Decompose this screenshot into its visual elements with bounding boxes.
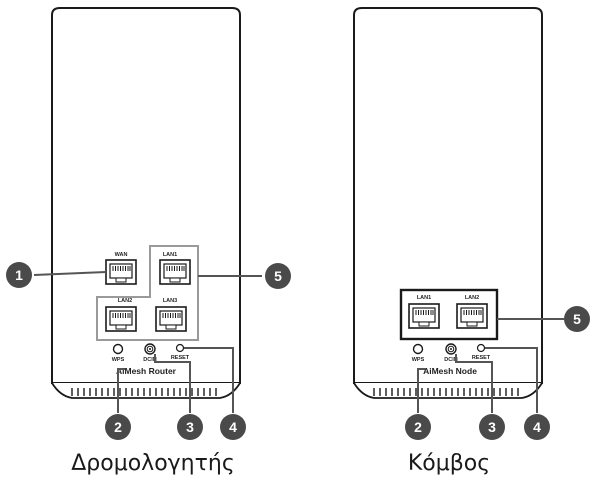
node-callout-4: 4 — [524, 414, 550, 440]
node-callout-3: 3 — [479, 414, 505, 440]
router-lan-highlight-box — [96, 245, 199, 341]
router-base — [51, 382, 241, 399]
router-callout-4: 4 — [220, 414, 246, 440]
svg-text:5: 5 — [573, 311, 581, 327]
node-lan1-label: LAN1 — [417, 295, 431, 301]
node-reset-label: RESET — [472, 355, 491, 361]
node-lan1-port — [408, 303, 440, 329]
router-wan-port — [105, 259, 137, 285]
svg-text:3: 3 — [186, 419, 194, 435]
router-device: WAN LAN1 LAN2 LAN3 WPS DCIN RESET AiMesh… — [6, 7, 291, 476]
router-callout-1: 1 — [6, 262, 32, 288]
svg-text:1: 1 — [15, 267, 23, 283]
router-vents — [71, 388, 217, 396]
router-lan3-label: LAN3 — [163, 298, 177, 304]
svg-text:4: 4 — [229, 419, 237, 435]
node-vents — [373, 388, 519, 396]
router-lan3-port — [155, 306, 187, 332]
node-dcin-label: DCIN — [444, 357, 457, 363]
router-lan1-port — [159, 259, 191, 285]
svg-text:4: 4 — [533, 419, 541, 435]
node-lan2-port — [456, 303, 488, 329]
router-model-label: AiMesh Router — [116, 366, 177, 376]
node-callout-5: 5 — [564, 306, 590, 332]
node-device: LAN1 LAN2 WPS DCIN RESET AiMesh Node 5 2 — [353, 7, 590, 476]
node-title: Κόμβος — [408, 451, 490, 476]
router-dcin-jack — [144, 343, 156, 355]
svg-text:2: 2 — [114, 419, 122, 435]
router-dcin-label: DCIN — [143, 357, 156, 363]
router-reset-button — [175, 343, 185, 353]
router-leader-lines — [33, 271, 262, 413]
router-wps-label: WPS — [112, 357, 125, 363]
node-base — [353, 382, 543, 399]
router-lan1-label: LAN1 — [163, 252, 177, 258]
router-lan2-label: LAN2 — [118, 298, 132, 304]
node-body-outline — [353, 7, 543, 384]
router-body-outline — [51, 7, 241, 384]
router-callout-2: 2 — [105, 414, 131, 440]
node-reset-button — [476, 343, 486, 353]
router-callout-3: 3 — [177, 414, 203, 440]
svg-text:2: 2 — [414, 419, 422, 435]
svg-text:5: 5 — [274, 268, 282, 284]
node-wps-button — [412, 343, 424, 355]
router-wan-label: WAN — [115, 252, 128, 258]
svg-text:3: 3 — [488, 419, 496, 435]
router-title: Δρομολογητής — [71, 451, 234, 476]
node-model-label: AiMesh Node — [423, 366, 477, 376]
node-wps-label: WPS — [412, 357, 425, 363]
router-callout-5: 5 — [265, 263, 291, 289]
router-reset-label: RESET — [171, 355, 190, 361]
node-lan2-label: LAN2 — [465, 295, 479, 301]
router-wps-button — [112, 343, 124, 355]
node-leader-lines — [417, 318, 564, 413]
node-lan-highlight-box — [399, 288, 499, 341]
node-callout-2: 2 — [405, 414, 431, 440]
router-lan2-port — [105, 306, 137, 332]
node-dcin-jack — [445, 343, 457, 355]
